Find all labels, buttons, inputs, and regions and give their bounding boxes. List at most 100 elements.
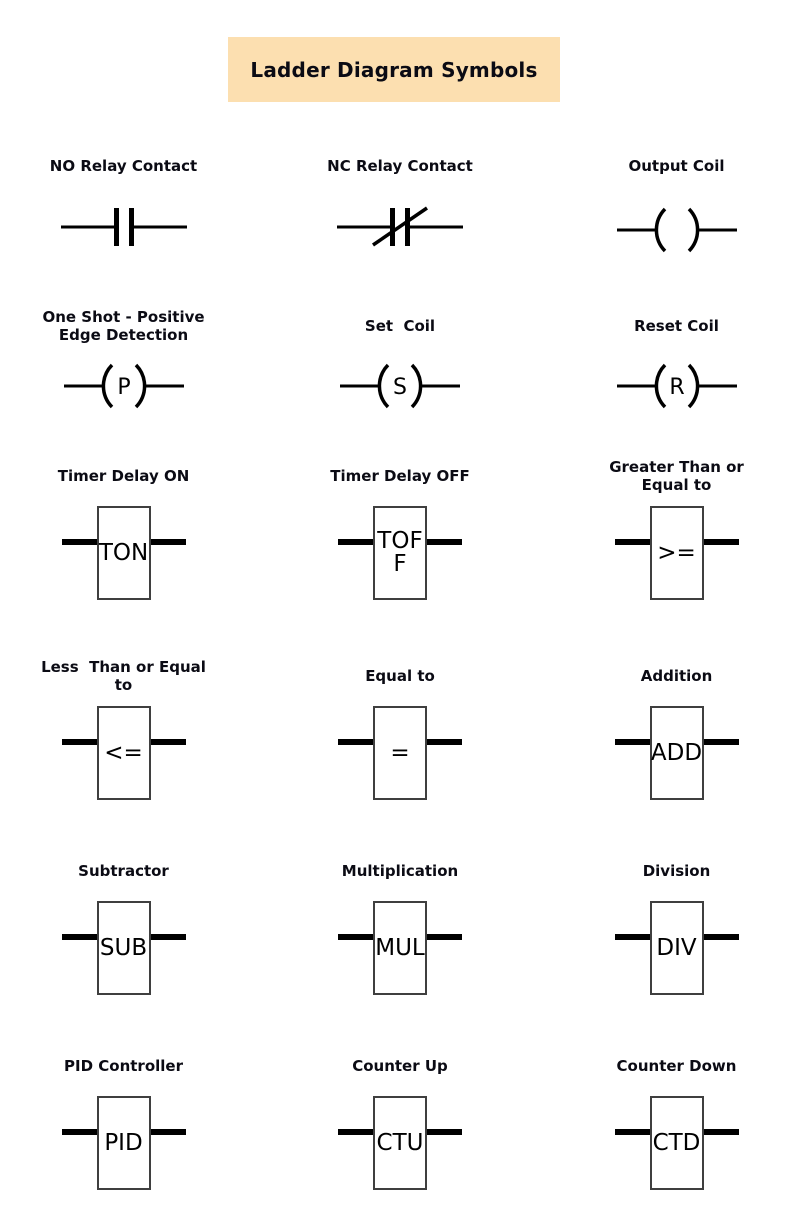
block-text: MUL bbox=[375, 934, 425, 961]
symbol-cell-counter-down: Counter Down CTD bbox=[543, 1040, 800, 1226]
coil-letter: S bbox=[393, 375, 407, 400]
reset-coil-symbol: R bbox=[616, 355, 737, 415]
symbol-cell-one-shot: One Shot - Positive Edge Detection P bbox=[0, 300, 257, 450]
left-lead bbox=[338, 1129, 375, 1135]
right-lead bbox=[148, 539, 186, 545]
block-outline bbox=[373, 901, 427, 995]
nc-relay-contact-symbol bbox=[337, 199, 463, 255]
symbol-grid: NO Relay Contact NC Relay Contact bbox=[0, 140, 800, 1226]
symbol-cell-timer-on: Timer Delay ON TON bbox=[0, 450, 257, 650]
symbol-title: Subtractor bbox=[78, 862, 169, 880]
right-lead bbox=[148, 1129, 186, 1135]
title-banner: Ladder Diagram Symbols bbox=[228, 37, 560, 102]
symbol-title: Equal to bbox=[365, 667, 435, 685]
block-text: >= bbox=[657, 539, 696, 566]
symbol-title: Output Coil bbox=[628, 157, 725, 175]
left-lead bbox=[614, 739, 652, 745]
symbol-cell-multiplication: Multiplication MUL bbox=[267, 845, 533, 1040]
block-outline bbox=[96, 1096, 151, 1190]
symbol-title: Multiplication bbox=[341, 862, 459, 880]
right-lead bbox=[425, 1129, 462, 1135]
right-lead bbox=[701, 739, 739, 745]
coil-letter: R bbox=[669, 375, 684, 400]
right-lead bbox=[425, 739, 462, 745]
left-lead bbox=[614, 934, 652, 940]
block-text: = bbox=[390, 739, 410, 766]
left-lead bbox=[61, 934, 99, 940]
block-outline bbox=[649, 1096, 704, 1190]
block-outline bbox=[649, 901, 704, 995]
symbol-cell-pid: PID Controller PID bbox=[0, 1040, 257, 1226]
block-outline bbox=[649, 706, 704, 800]
right-lead bbox=[701, 1129, 739, 1135]
symbol-cell-reset-coil: Reset Coil R bbox=[543, 300, 800, 450]
symbol-cell-no-relay-contact: NO Relay Contact bbox=[0, 140, 257, 300]
block-outline bbox=[373, 706, 427, 800]
symbol-cell-output-coil: Output Coil bbox=[543, 140, 800, 300]
output-coil-symbol bbox=[616, 199, 737, 259]
block-outline bbox=[96, 706, 151, 800]
page-title: Ladder Diagram Symbols bbox=[250, 57, 538, 82]
left-lead bbox=[61, 739, 99, 745]
symbol-cell-set-coil: Set Coil S bbox=[267, 300, 533, 450]
symbol-title: Counter Down bbox=[616, 1057, 737, 1075]
block-text: CTD bbox=[652, 1129, 701, 1156]
no-relay-contact-symbol bbox=[60, 199, 187, 255]
block-text: TOF F bbox=[377, 528, 423, 577]
toff-block-symbol: TOF F bbox=[338, 506, 462, 602]
add-block-symbol: ADD bbox=[614, 706, 739, 802]
block-text: ADD bbox=[650, 739, 703, 766]
symbol-cell-nc-relay-contact: NC Relay Contact bbox=[267, 140, 533, 300]
symbol-cell-lte: Less Than or Equal to <= bbox=[0, 650, 257, 845]
div-block-symbol: DIV bbox=[614, 901, 739, 997]
symbol-title: PID Controller bbox=[64, 1057, 183, 1075]
symbol-title: NO Relay Contact bbox=[49, 157, 198, 175]
pid-block-symbol: PID bbox=[61, 1096, 186, 1192]
right-lead bbox=[425, 934, 462, 940]
left-lead bbox=[614, 1129, 652, 1135]
symbol-title: Set Coil bbox=[364, 317, 436, 335]
positive-edge-coil-symbol: P bbox=[63, 355, 184, 415]
left-lead bbox=[338, 934, 375, 940]
ton-block-symbol: TON bbox=[61, 506, 186, 602]
mul-block-symbol: MUL bbox=[338, 901, 462, 997]
block-outline bbox=[373, 506, 427, 600]
left-lead bbox=[61, 539, 99, 545]
left-lead bbox=[338, 539, 375, 545]
block-outline bbox=[96, 506, 151, 600]
symbol-title: NC Relay Contact bbox=[327, 157, 473, 175]
block-text: SUB bbox=[99, 934, 148, 961]
symbol-cell-gte: Greater Than or Equal to >= bbox=[543, 450, 800, 650]
left-lead bbox=[614, 539, 652, 545]
sub-block-symbol: SUB bbox=[61, 901, 186, 997]
left-lead bbox=[61, 1129, 99, 1135]
ctu-block-symbol: CTU bbox=[338, 1096, 462, 1192]
coil-letter: P bbox=[117, 375, 130, 400]
symbol-title: Less Than or Equal to bbox=[41, 658, 206, 694]
symbol-title: Timer Delay OFF bbox=[330, 467, 470, 485]
block-outline bbox=[373, 1096, 427, 1190]
right-lead bbox=[148, 934, 186, 940]
symbol-title: Addition bbox=[640, 667, 713, 685]
symbol-cell-timer-off: Timer Delay OFF TOF F bbox=[267, 450, 533, 650]
block-text: <= bbox=[104, 739, 143, 766]
symbol-cell-addition: Addition ADD bbox=[543, 650, 800, 845]
symbol-cell-counter-up: Counter Up CTU bbox=[267, 1040, 533, 1226]
equal-block-symbol: = bbox=[338, 706, 462, 802]
left-lead bbox=[338, 739, 375, 745]
symbol-title: Timer Delay ON bbox=[57, 467, 190, 485]
block-text: DIV bbox=[656, 934, 697, 961]
symbol-cell-subtractor: Subtractor SUB bbox=[0, 845, 257, 1040]
ctd-block-symbol: CTD bbox=[614, 1096, 739, 1192]
block-text: TON bbox=[98, 539, 149, 566]
block-outline bbox=[96, 901, 151, 995]
symbol-title: Counter Up bbox=[352, 1057, 448, 1075]
right-lead bbox=[425, 539, 462, 545]
right-lead bbox=[148, 739, 186, 745]
right-lead bbox=[701, 934, 739, 940]
gte-block-symbol: >= bbox=[614, 506, 739, 602]
set-coil-symbol: S bbox=[340, 355, 460, 415]
symbol-cell-division: Division DIV bbox=[543, 845, 800, 1040]
block-outline bbox=[649, 506, 704, 600]
